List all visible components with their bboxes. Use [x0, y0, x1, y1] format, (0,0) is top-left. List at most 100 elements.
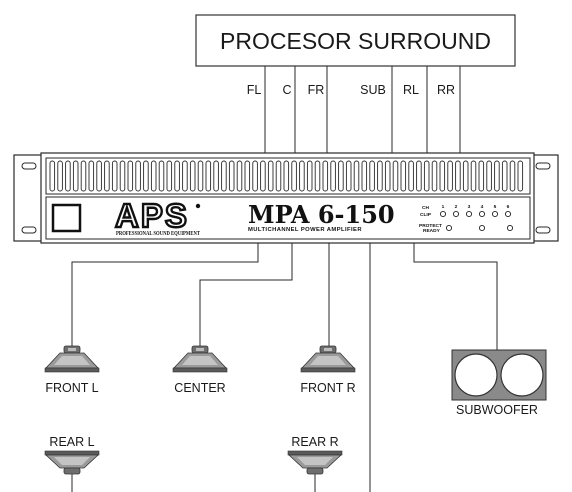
- vent-slot: [423, 160, 430, 192]
- speaker-icon: [44, 345, 100, 373]
- ch-label: CH: [422, 205, 429, 211]
- vent-slot: [213, 160, 219, 192]
- surround-processor: PROCESOR SURROUND: [195, 14, 516, 67]
- channel-number: 6: [507, 204, 510, 210]
- vent-slot: [486, 160, 492, 192]
- speaker-front-r: FRONT R: [300, 345, 356, 395]
- vent-slot: [228, 160, 235, 192]
- channel-label-c: C: [282, 83, 291, 97]
- vent-slot: [143, 160, 149, 192]
- woofer-cone-icon: [454, 353, 498, 397]
- indicator-panel: CH CLIP PROTECT READY 1 2 3 4 5 6: [419, 204, 514, 234]
- speaker-center: CENTER: [172, 345, 228, 395]
- vent-slot: [205, 160, 212, 192]
- speaker-label-rear-r: REAR R: [291, 435, 338, 449]
- vent-slot: [439, 160, 446, 192]
- rack-hole-icon: [21, 226, 37, 234]
- vent-slot: [111, 160, 118, 192]
- vent-slot: [57, 160, 63, 192]
- woofer-cone-icon: [500, 353, 544, 397]
- rack-hole-icon: [535, 162, 551, 170]
- power-switch[interactable]: [51, 203, 82, 233]
- protect-label: PROTECT: [419, 223, 442, 229]
- vent-slot: [501, 160, 508, 192]
- vent-slot: [135, 160, 141, 192]
- vent-slot: [88, 160, 95, 192]
- rack-hole-icon: [21, 162, 37, 170]
- vent-slot: [314, 160, 321, 192]
- channel-label-rr: RR: [437, 83, 455, 97]
- vent-slot: [267, 160, 274, 192]
- vent-slot: [127, 160, 134, 192]
- vent-slot: [197, 160, 204, 192]
- vent-slot: [252, 160, 258, 192]
- speaker-icon: [300, 345, 356, 373]
- vent-slot: [400, 160, 407, 192]
- vent-slot: [189, 160, 196, 192]
- vent-slot: [182, 160, 188, 192]
- channel-label-fl: FL: [247, 83, 262, 97]
- front-panel: [45, 196, 531, 240]
- speaker-label-rear-l: REAR L: [49, 435, 94, 449]
- wire-center: [199, 243, 293, 352]
- vent-slot: [416, 160, 422, 192]
- vent-slot: [221, 160, 227, 192]
- vent-slot: [322, 160, 329, 192]
- vent-slot: [384, 160, 391, 192]
- vent-slot: [478, 160, 485, 192]
- channel-number: 1: [442, 204, 445, 210]
- vent-slots: [49, 160, 524, 192]
- vent-slot: [49, 160, 56, 192]
- vent-slot: [470, 160, 477, 192]
- speaker-label-subwoofer: SUBWOOFER: [456, 403, 538, 417]
- vent-slot: [166, 160, 173, 192]
- vent-slot: [306, 160, 313, 192]
- brand-tagline: PROFESSIONAL SOUND EQUIPMENT: [116, 231, 200, 237]
- vent-slot: [236, 160, 243, 192]
- channel-label-fr: FR: [308, 83, 325, 97]
- vent-slot: [283, 160, 290, 192]
- vent-slot: [275, 160, 282, 192]
- vent-slot: [96, 160, 102, 192]
- speaker-icon: [44, 450, 100, 475]
- vent-slot: [431, 160, 438, 192]
- rack-hole-icon: [535, 226, 551, 234]
- vent-slot: [377, 160, 383, 192]
- vent-slot: [494, 160, 500, 192]
- clip-led-icon: [478, 210, 486, 218]
- amplifier-rack: APS PROFESSIONAL SOUND EQUIPMENT MPA 6-1…: [13, 152, 559, 244]
- clip-led-icon: [452, 210, 460, 218]
- channel-number: 2: [455, 204, 458, 210]
- speaker-front-l: FRONT L: [44, 345, 100, 395]
- protect-led-icon: [506, 224, 514, 232]
- vent-slot: [299, 160, 305, 192]
- vent-slot: [80, 160, 87, 192]
- vent-slot: [72, 160, 79, 192]
- brand-logo: APS: [115, 197, 189, 234]
- wire-front-l: [71, 243, 259, 352]
- registered-mark-icon: [195, 203, 201, 209]
- vent-slot: [338, 160, 344, 192]
- speaker-label-front-r: FRONT R: [300, 381, 355, 395]
- vent-slot: [392, 160, 399, 192]
- vent-slot: [361, 160, 368, 192]
- channel-wires: [264, 66, 461, 153]
- channel-number: 3: [468, 204, 471, 210]
- speaker-label-center: CENTER: [174, 381, 225, 395]
- clip-led-icon: [439, 210, 447, 218]
- channel-label-sub: SUB: [360, 83, 386, 97]
- subwoofer: SUBWOOFER: [451, 349, 547, 417]
- processor-title: PROCESOR SURROUND: [220, 28, 491, 54]
- clip-led-icon: [504, 210, 512, 218]
- model-name: MPA 6-150: [248, 200, 395, 229]
- vent-slot: [119, 160, 126, 192]
- vent-slot: [369, 160, 375, 192]
- speaker-rear-l: REAR L: [44, 435, 100, 475]
- vent-slot: [509, 160, 516, 192]
- vent-slot: [462, 160, 469, 192]
- ready-label: READY: [423, 228, 441, 234]
- vent-slot: [447, 160, 453, 192]
- speaker-icon: [287, 450, 343, 475]
- channel-label-rl: RL: [403, 83, 419, 97]
